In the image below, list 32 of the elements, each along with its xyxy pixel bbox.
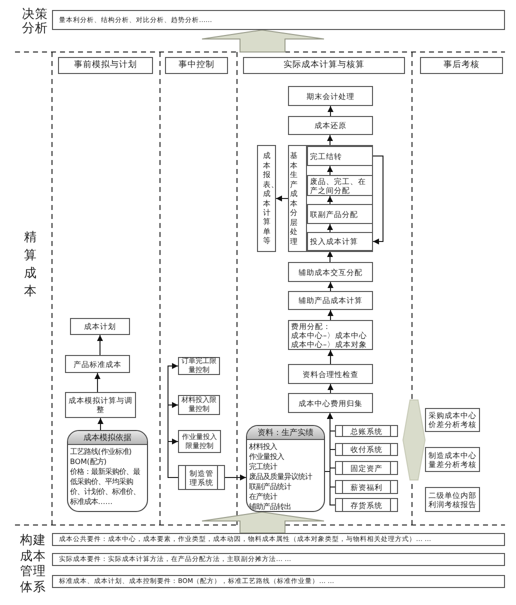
arrow — [327, 166, 333, 176]
column-header: 事后考核 — [420, 57, 503, 74]
arrow — [327, 196, 333, 204]
block-arrow — [202, 512, 324, 534]
arrow — [327, 224, 333, 232]
arrow — [224, 474, 246, 480]
arrow — [327, 250, 333, 262]
arrow — [328, 106, 334, 116]
arrow — [328, 310, 334, 320]
arrow — [327, 412, 336, 506]
cn-heading: 决策分析 — [22, 7, 49, 35]
block-arrow — [202, 30, 324, 52]
arrow — [328, 384, 334, 394]
column-header: 事中控制 — [165, 57, 228, 74]
arrow — [328, 350, 334, 364]
data-card — [67, 430, 148, 512]
arrow — [327, 134, 333, 146]
vertical-heading: 精算成本 — [24, 228, 38, 300]
arrow — [328, 282, 334, 292]
column-header: 事前模拟与计划 — [58, 57, 153, 74]
arrow — [97, 334, 103, 356]
arrow — [372, 156, 384, 244]
card-header: 成本模拟依据 — [68, 431, 147, 445]
arrow — [94, 372, 100, 392]
process-group-box — [288, 145, 373, 252]
cn-heading: 构建成本管理体系 — [20, 532, 47, 594]
arrow — [276, 196, 288, 202]
column-header: 实际成本计算与核算 — [243, 57, 405, 74]
card-header: 资料：生产实绩 — [247, 426, 324, 440]
data-card — [246, 425, 325, 512]
arrow — [98, 418, 104, 430]
arrow — [168, 438, 178, 478]
